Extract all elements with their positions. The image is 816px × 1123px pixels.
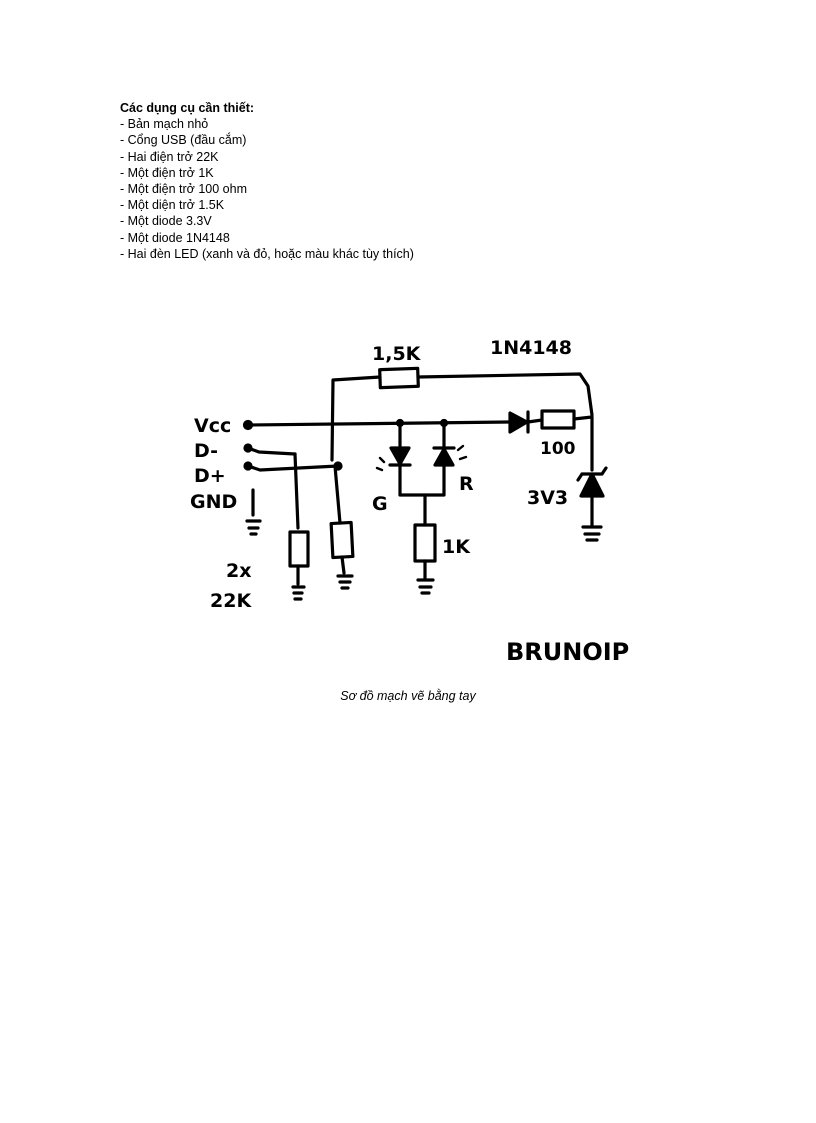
wire-dplus (246, 464, 340, 472)
list-item: - Bản mạch nhỏ (120, 117, 209, 132)
requirements-list: Các dụng cụ cần thiết: - Bản mạch nhỏ - … (120, 100, 414, 262)
label-1n4148: 1N4148 (490, 337, 572, 359)
diode-1n4148 (508, 411, 529, 434)
list-item: - Một diện trở 1.5K (120, 198, 225, 213)
wire-dminus (246, 446, 297, 456)
label-gnd: GND (190, 491, 237, 513)
resistor-100 (540, 409, 576, 430)
label-100: 100 (540, 439, 576, 459)
label-led-green: G (372, 493, 388, 515)
list-item: - Hai điện trở 22K (120, 149, 219, 164)
resistor-1k (413, 523, 437, 563)
zener-3v3 (579, 472, 605, 498)
author-signature: BRUNOIP (506, 638, 629, 666)
wire-dminus-r (333, 464, 342, 525)
wire-led-join (398, 463, 446, 497)
list-item: - Một điện trở 100 ohm (120, 182, 248, 197)
resistor-1-5k (378, 366, 420, 390)
wire-top-right (416, 372, 594, 417)
list-item: - Một diode 3.3V (120, 214, 212, 229)
label-22k: 22K (210, 590, 252, 612)
gnd-1k (416, 578, 435, 595)
wire-dplus-r (293, 452, 300, 530)
list-item: - Một điện trở 1K (120, 165, 214, 180)
led-red-rays (456, 444, 468, 461)
resistor-22k-2 (329, 520, 355, 560)
resistor-22k-1 (288, 530, 310, 568)
led-green (389, 446, 411, 466)
wire-res-zener (572, 415, 594, 472)
gnd-22k-1 (291, 585, 306, 601)
label-3v3: 3V3 (527, 487, 568, 509)
label-2x: 2x (226, 560, 251, 582)
wire-diode-res (526, 418, 544, 424)
led-green-rays (375, 456, 386, 472)
led-red (433, 447, 455, 467)
list-item: - Cổng USB (đầu cắm) (120, 133, 247, 148)
wire-vcc (246, 420, 512, 427)
schematic-drawing: 1,5K 1N4148 100 3V3 Vcc D- D+ GND G R 1K… (190, 337, 629, 666)
label-1k: 1K (442, 536, 471, 558)
label-dplus: D+ (194, 465, 226, 487)
gnd-22k-2 (336, 574, 354, 590)
dminus-terminal (243, 443, 253, 453)
vcc-terminal (242, 419, 254, 431)
zener-3v3-bar (576, 466, 608, 482)
requirements-title: Các dụng cụ cần thiết: (120, 101, 255, 115)
gnd-terminal-symbol (245, 519, 262, 536)
dplus-terminal (243, 461, 253, 471)
list-item: - Hai đèn LED (xanh và đỏ, hoặc màu khác… (120, 246, 414, 261)
label-dminus: D- (194, 440, 218, 462)
label-vcc: Vcc (194, 415, 231, 437)
circuit-schematic: 1,5K 1N4148 100 3V3 Vcc D- D+ GND G R 1K… (180, 320, 660, 680)
label-led-red: R (459, 473, 474, 495)
list-item: - Một diode 1N4148 (120, 230, 230, 245)
label-1-5k: 1,5K (372, 343, 422, 365)
wire-top (330, 375, 382, 462)
wire-22k-2-gnd (340, 555, 346, 575)
figure-caption: Sơ đồ mạch vẽ bằng tay (340, 689, 476, 703)
gnd-zener (581, 525, 603, 542)
